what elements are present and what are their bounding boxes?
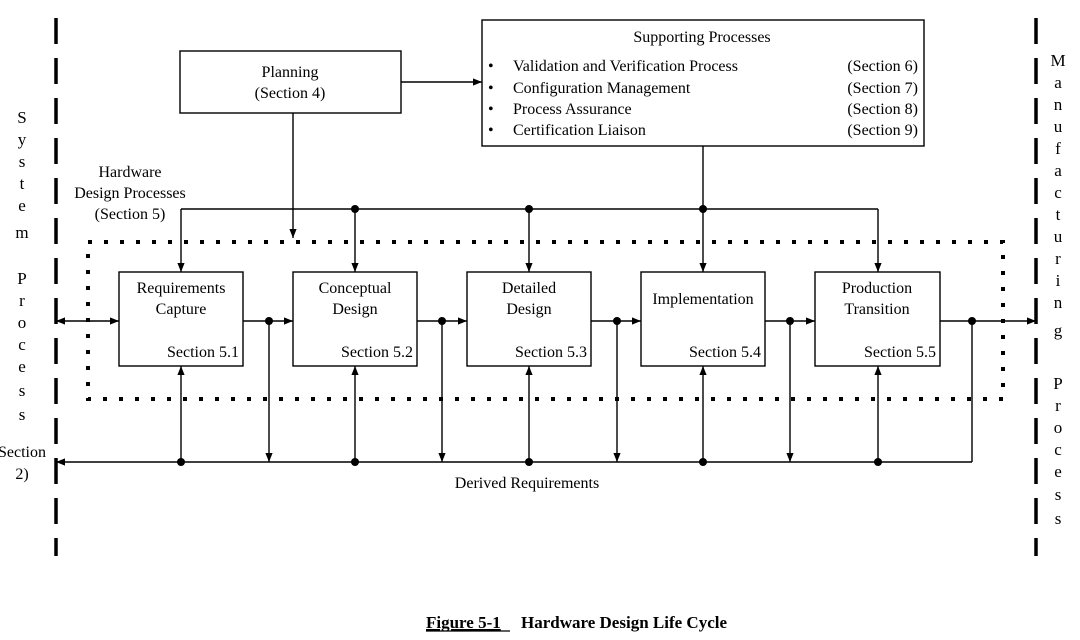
- junction-dot: [525, 205, 533, 213]
- conceptual-design-box: [292, 271, 418, 367]
- manufacturing-letter: n: [1054, 95, 1063, 114]
- manufacturing-letter: n: [1054, 293, 1063, 312]
- supporting-item-section: (Section 9): [847, 122, 918, 139]
- manufacturing-letter: r: [1055, 249, 1061, 268]
- process-title: Requirements: [137, 280, 226, 297]
- detailed-design-box: [466, 271, 592, 367]
- process-section: Section 5.2: [341, 344, 413, 361]
- manufacturing-letter: M: [1050, 51, 1065, 70]
- supporting-item-label: Validation and Verification Process: [513, 58, 738, 75]
- system-letter: t: [20, 174, 25, 193]
- process-title: Design: [506, 301, 551, 318]
- supporting-item-label: Process Assurance: [513, 101, 632, 118]
- process-letter: P: [1053, 374, 1062, 393]
- manufacturing-letter: u: [1054, 227, 1063, 246]
- process-title: Transition: [844, 301, 909, 318]
- bullet: •: [488, 122, 494, 139]
- junction-dot: [351, 205, 359, 213]
- hardware-design-label: (Section 5): [95, 206, 166, 223]
- process-section: Section 5.4: [689, 344, 761, 361]
- process-letter: r: [19, 291, 25, 310]
- junction-dot: [351, 458, 359, 466]
- figure-title: Hardware Design Life Cycle: [521, 613, 727, 632]
- process-section: Section 5.3: [515, 344, 587, 361]
- bullet: •: [488, 58, 494, 75]
- junction-dot: [699, 458, 707, 466]
- derived-requirements-label: Derived Requirements: [455, 475, 599, 492]
- process-title: Conceptual: [319, 280, 392, 297]
- supporting-item-section: (Section 8): [847, 101, 918, 118]
- supporting-item-section: (Section 7): [847, 80, 918, 97]
- supporting-processes-box: [481, 19, 925, 147]
- section-2-label: Section: [0, 444, 46, 461]
- manufacturing-letter: f: [1055, 139, 1061, 158]
- process-letter: P: [17, 269, 26, 288]
- manufacturing-letter: a: [1054, 73, 1062, 92]
- junction-dot: [177, 458, 185, 466]
- process-letter: r: [1055, 396, 1061, 415]
- production-transition-box: [814, 271, 941, 367]
- process-title: Design: [332, 301, 377, 318]
- hardware-design-label: Design Processes: [74, 185, 186, 202]
- junction-dot: [699, 205, 707, 213]
- process-letter: o: [1054, 418, 1063, 437]
- process-letter: e: [18, 357, 26, 376]
- system-letter: e: [18, 196, 26, 215]
- planning-box: [179, 50, 402, 114]
- supporting-item-label: Configuration Management: [513, 80, 691, 97]
- process-letter: s: [19, 381, 26, 400]
- manufacturing-letter: t: [1056, 205, 1061, 224]
- figure-number: Figure 5-1: [426, 613, 501, 632]
- system-letter: S: [17, 108, 26, 127]
- process-title: Detailed: [502, 280, 556, 297]
- junction-dot: [525, 458, 533, 466]
- bullet: •: [488, 101, 494, 118]
- process-title: Production: [842, 280, 912, 297]
- process-letter: c: [1054, 440, 1062, 459]
- system-process-label: S y s t e m P r o c e s s Section 2): [0, 108, 46, 483]
- supporting-processes-title: Supporting Processes: [633, 29, 770, 46]
- process-section: Section 5.5: [864, 344, 936, 361]
- process-letter: s: [1055, 509, 1062, 528]
- process-title: Implementation: [652, 291, 753, 308]
- system-letter: y: [18, 130, 27, 149]
- planning-section: (Section 4): [255, 85, 326, 102]
- process-letter: c: [18, 335, 26, 354]
- manufacturing-process-label: M a n u f a c t u r i n g P r o c e s s: [1050, 51, 1065, 528]
- process-letter: o: [18, 313, 27, 332]
- manufacturing-letter: i: [1056, 271, 1061, 290]
- process-section: Section 5.1: [167, 344, 239, 361]
- hardware-design-label: Hardware: [98, 164, 161, 181]
- junction-dot: [874, 458, 882, 466]
- bullet: •: [488, 80, 494, 97]
- manufacturing-letter: u: [1054, 117, 1063, 136]
- process-title: Capture: [156, 301, 207, 318]
- planning-title: Planning: [262, 64, 319, 81]
- implementation-box: [640, 271, 766, 367]
- supporting-item-section: (Section 6): [847, 58, 918, 75]
- process-letter: s: [19, 405, 26, 424]
- section-2-label: 2): [15, 466, 28, 483]
- process-letter: s: [1055, 485, 1062, 504]
- supporting-processes-list: • Validation and Verification Process (S…: [488, 58, 918, 139]
- system-letter: m: [15, 223, 28, 242]
- requirements-capture-box: [118, 271, 244, 367]
- supporting-item-label: Certification Liaison: [513, 122, 646, 139]
- manufacturing-letter: c: [1054, 183, 1062, 202]
- hardware-design-processes-boundary: [86, 240, 1005, 401]
- manufacturing-letter: g: [1054, 321, 1063, 340]
- process-letter: e: [1054, 462, 1062, 481]
- manufacturing-letter: a: [1054, 161, 1062, 180]
- system-letter: s: [19, 152, 26, 171]
